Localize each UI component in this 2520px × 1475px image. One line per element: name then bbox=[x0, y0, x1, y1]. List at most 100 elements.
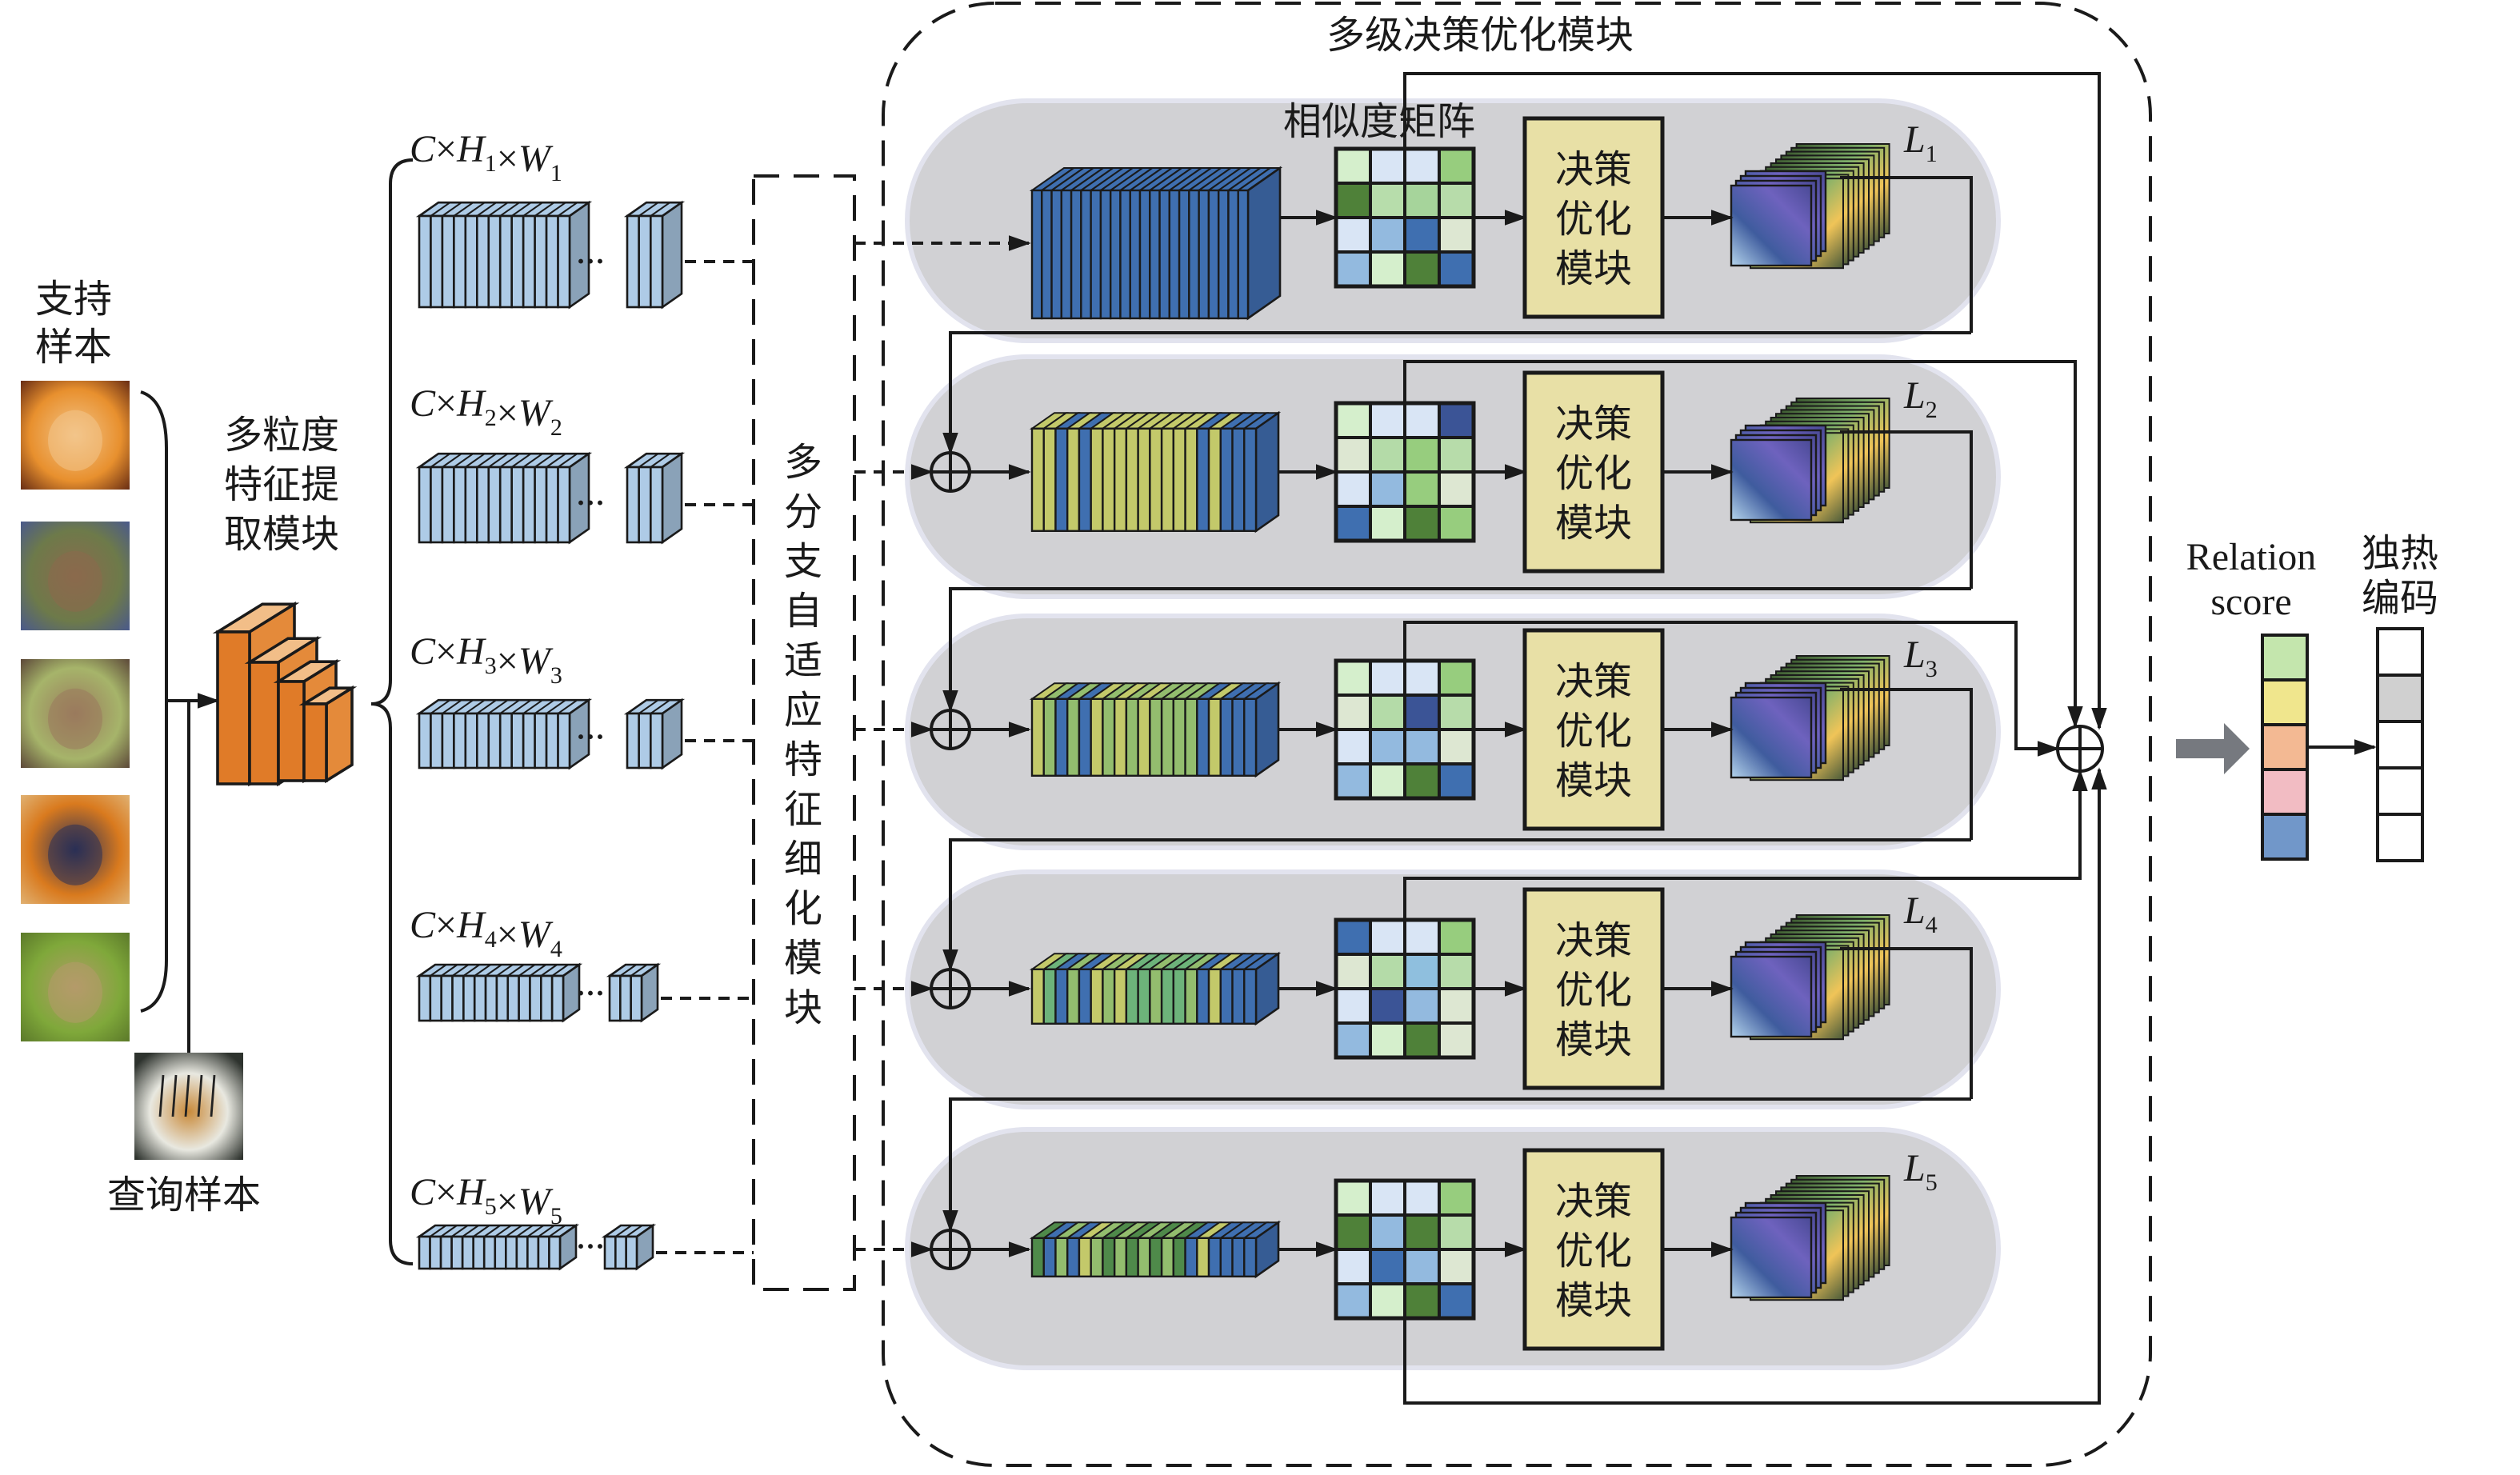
slice-edge bbox=[626, 699, 647, 714]
matrix-cell bbox=[1438, 762, 1475, 800]
matrix-cell bbox=[1369, 953, 1406, 990]
feature-map-1: C×H1×W1··· bbox=[410, 128, 754, 310]
channel-slice bbox=[1188, 189, 1200, 320]
slice-edge bbox=[650, 699, 670, 714]
channel-slice bbox=[1184, 1237, 1198, 1278]
decision-module-label: 模块 bbox=[1555, 501, 1632, 546]
refine-module-label-char: 化 bbox=[784, 886, 822, 931]
channel-slice bbox=[557, 466, 571, 544]
feature-brace bbox=[370, 158, 414, 1265]
slice-edge bbox=[522, 453, 543, 468]
slice-edge bbox=[418, 964, 436, 977]
slice-edge bbox=[418, 202, 439, 217]
slice-edge bbox=[476, 453, 497, 468]
channel-slice bbox=[608, 974, 622, 1022]
slice-edge bbox=[518, 964, 536, 977]
slice-edge bbox=[638, 453, 659, 468]
slice-edge bbox=[548, 1225, 566, 1237]
channel-slice bbox=[476, 214, 490, 309]
channel-slice bbox=[1066, 1237, 1081, 1278]
channel-slice bbox=[498, 712, 513, 769]
feedback-line bbox=[942, 587, 1971, 713]
channel-slice bbox=[1078, 427, 1092, 532]
channel-slice bbox=[1243, 427, 1258, 532]
refine-module-label-char: 适 bbox=[784, 638, 822, 683]
channel-slice bbox=[1078, 968, 1092, 1025]
slice-edge bbox=[488, 202, 509, 217]
similarity-matrix bbox=[1334, 146, 1476, 289]
channel-slice bbox=[1125, 968, 1139, 1025]
channel-slice bbox=[505, 1235, 518, 1270]
channel-slice bbox=[638, 466, 652, 544]
channel-slice bbox=[522, 466, 536, 544]
feature-extractor-icon bbox=[212, 602, 358, 787]
feature-stack bbox=[415, 200, 593, 310]
level5-to-sum-line bbox=[1403, 767, 2107, 1405]
channel-slice bbox=[1041, 189, 1053, 320]
matrix-cell bbox=[1438, 436, 1475, 474]
channel-slice bbox=[1172, 1237, 1186, 1278]
matrix-cell bbox=[1438, 918, 1475, 956]
refine-module-label-char: 征 bbox=[784, 787, 822, 832]
matrix-cell bbox=[1403, 918, 1441, 956]
relation-score-cell bbox=[2261, 678, 2309, 726]
channel-slice bbox=[461, 1235, 474, 1270]
slice-edge bbox=[522, 699, 543, 714]
matrix-cell bbox=[1438, 694, 1475, 731]
channel-slice bbox=[453, 214, 467, 309]
channel-slice bbox=[557, 214, 571, 309]
matrix-cell bbox=[1334, 918, 1372, 956]
animal-shape bbox=[48, 688, 102, 749]
channel-slice bbox=[1042, 427, 1057, 532]
stripe bbox=[184, 1074, 190, 1117]
channel-slice bbox=[1109, 189, 1122, 320]
refine-module-border bbox=[752, 174, 856, 1291]
slice-edge bbox=[505, 1225, 522, 1237]
slice-edge bbox=[440, 1225, 458, 1237]
channel-slice bbox=[510, 712, 525, 769]
slice-edge bbox=[630, 964, 648, 977]
refine-module-label-char: 支 bbox=[784, 539, 822, 584]
decision-output-cube bbox=[1730, 398, 1890, 524]
matrix-cell bbox=[1369, 1021, 1406, 1059]
slice-edge bbox=[430, 453, 451, 468]
similarity-matrix bbox=[1334, 917, 1476, 1060]
slice-edge bbox=[650, 202, 670, 217]
feature-stack-small bbox=[606, 962, 662, 1023]
channel-slice bbox=[473, 974, 487, 1022]
loss-label: L5 bbox=[1903, 1147, 1938, 1196]
matrix-cell bbox=[1334, 659, 1372, 697]
channel-slice bbox=[619, 974, 632, 1022]
decision-output-cube bbox=[1730, 143, 1890, 270]
refine-module-label-char: 模 bbox=[784, 936, 822, 981]
matrix-cell bbox=[1334, 1282, 1372, 1320]
matrix-cell bbox=[1403, 216, 1441, 254]
channel-slice bbox=[418, 1235, 431, 1270]
channel-slice bbox=[1054, 968, 1069, 1025]
matrix-cell bbox=[1403, 987, 1441, 1025]
decision-module-label: 决策 bbox=[1555, 402, 1632, 446]
channel-slice bbox=[550, 974, 565, 1022]
channel-slice bbox=[510, 214, 525, 309]
animal-shape bbox=[48, 410, 102, 471]
level-feature-stack bbox=[1029, 681, 1282, 778]
support-label: 支持 bbox=[35, 277, 112, 322]
relation-score-cell bbox=[2261, 634, 2309, 682]
channel-slice bbox=[1243, 968, 1258, 1025]
feature-map-3: C×H3×W3··· bbox=[410, 630, 754, 770]
slice-edge bbox=[650, 453, 670, 468]
feature-stack bbox=[415, 962, 583, 1023]
stack-side bbox=[640, 962, 659, 1023]
channel-slice bbox=[626, 712, 640, 769]
channel-slice bbox=[1113, 698, 1128, 777]
matrix-cell bbox=[1334, 216, 1372, 254]
channel-slice bbox=[1042, 968, 1057, 1025]
decision-module-label: 决策 bbox=[1555, 1179, 1632, 1224]
channel-slice bbox=[534, 466, 548, 544]
matrix-cell bbox=[1369, 1282, 1406, 1320]
stack-side bbox=[661, 698, 683, 770]
matrix-cell bbox=[1334, 728, 1372, 765]
feature-size-label: C×H4×W4 bbox=[410, 904, 562, 962]
channel-slice bbox=[418, 466, 432, 544]
